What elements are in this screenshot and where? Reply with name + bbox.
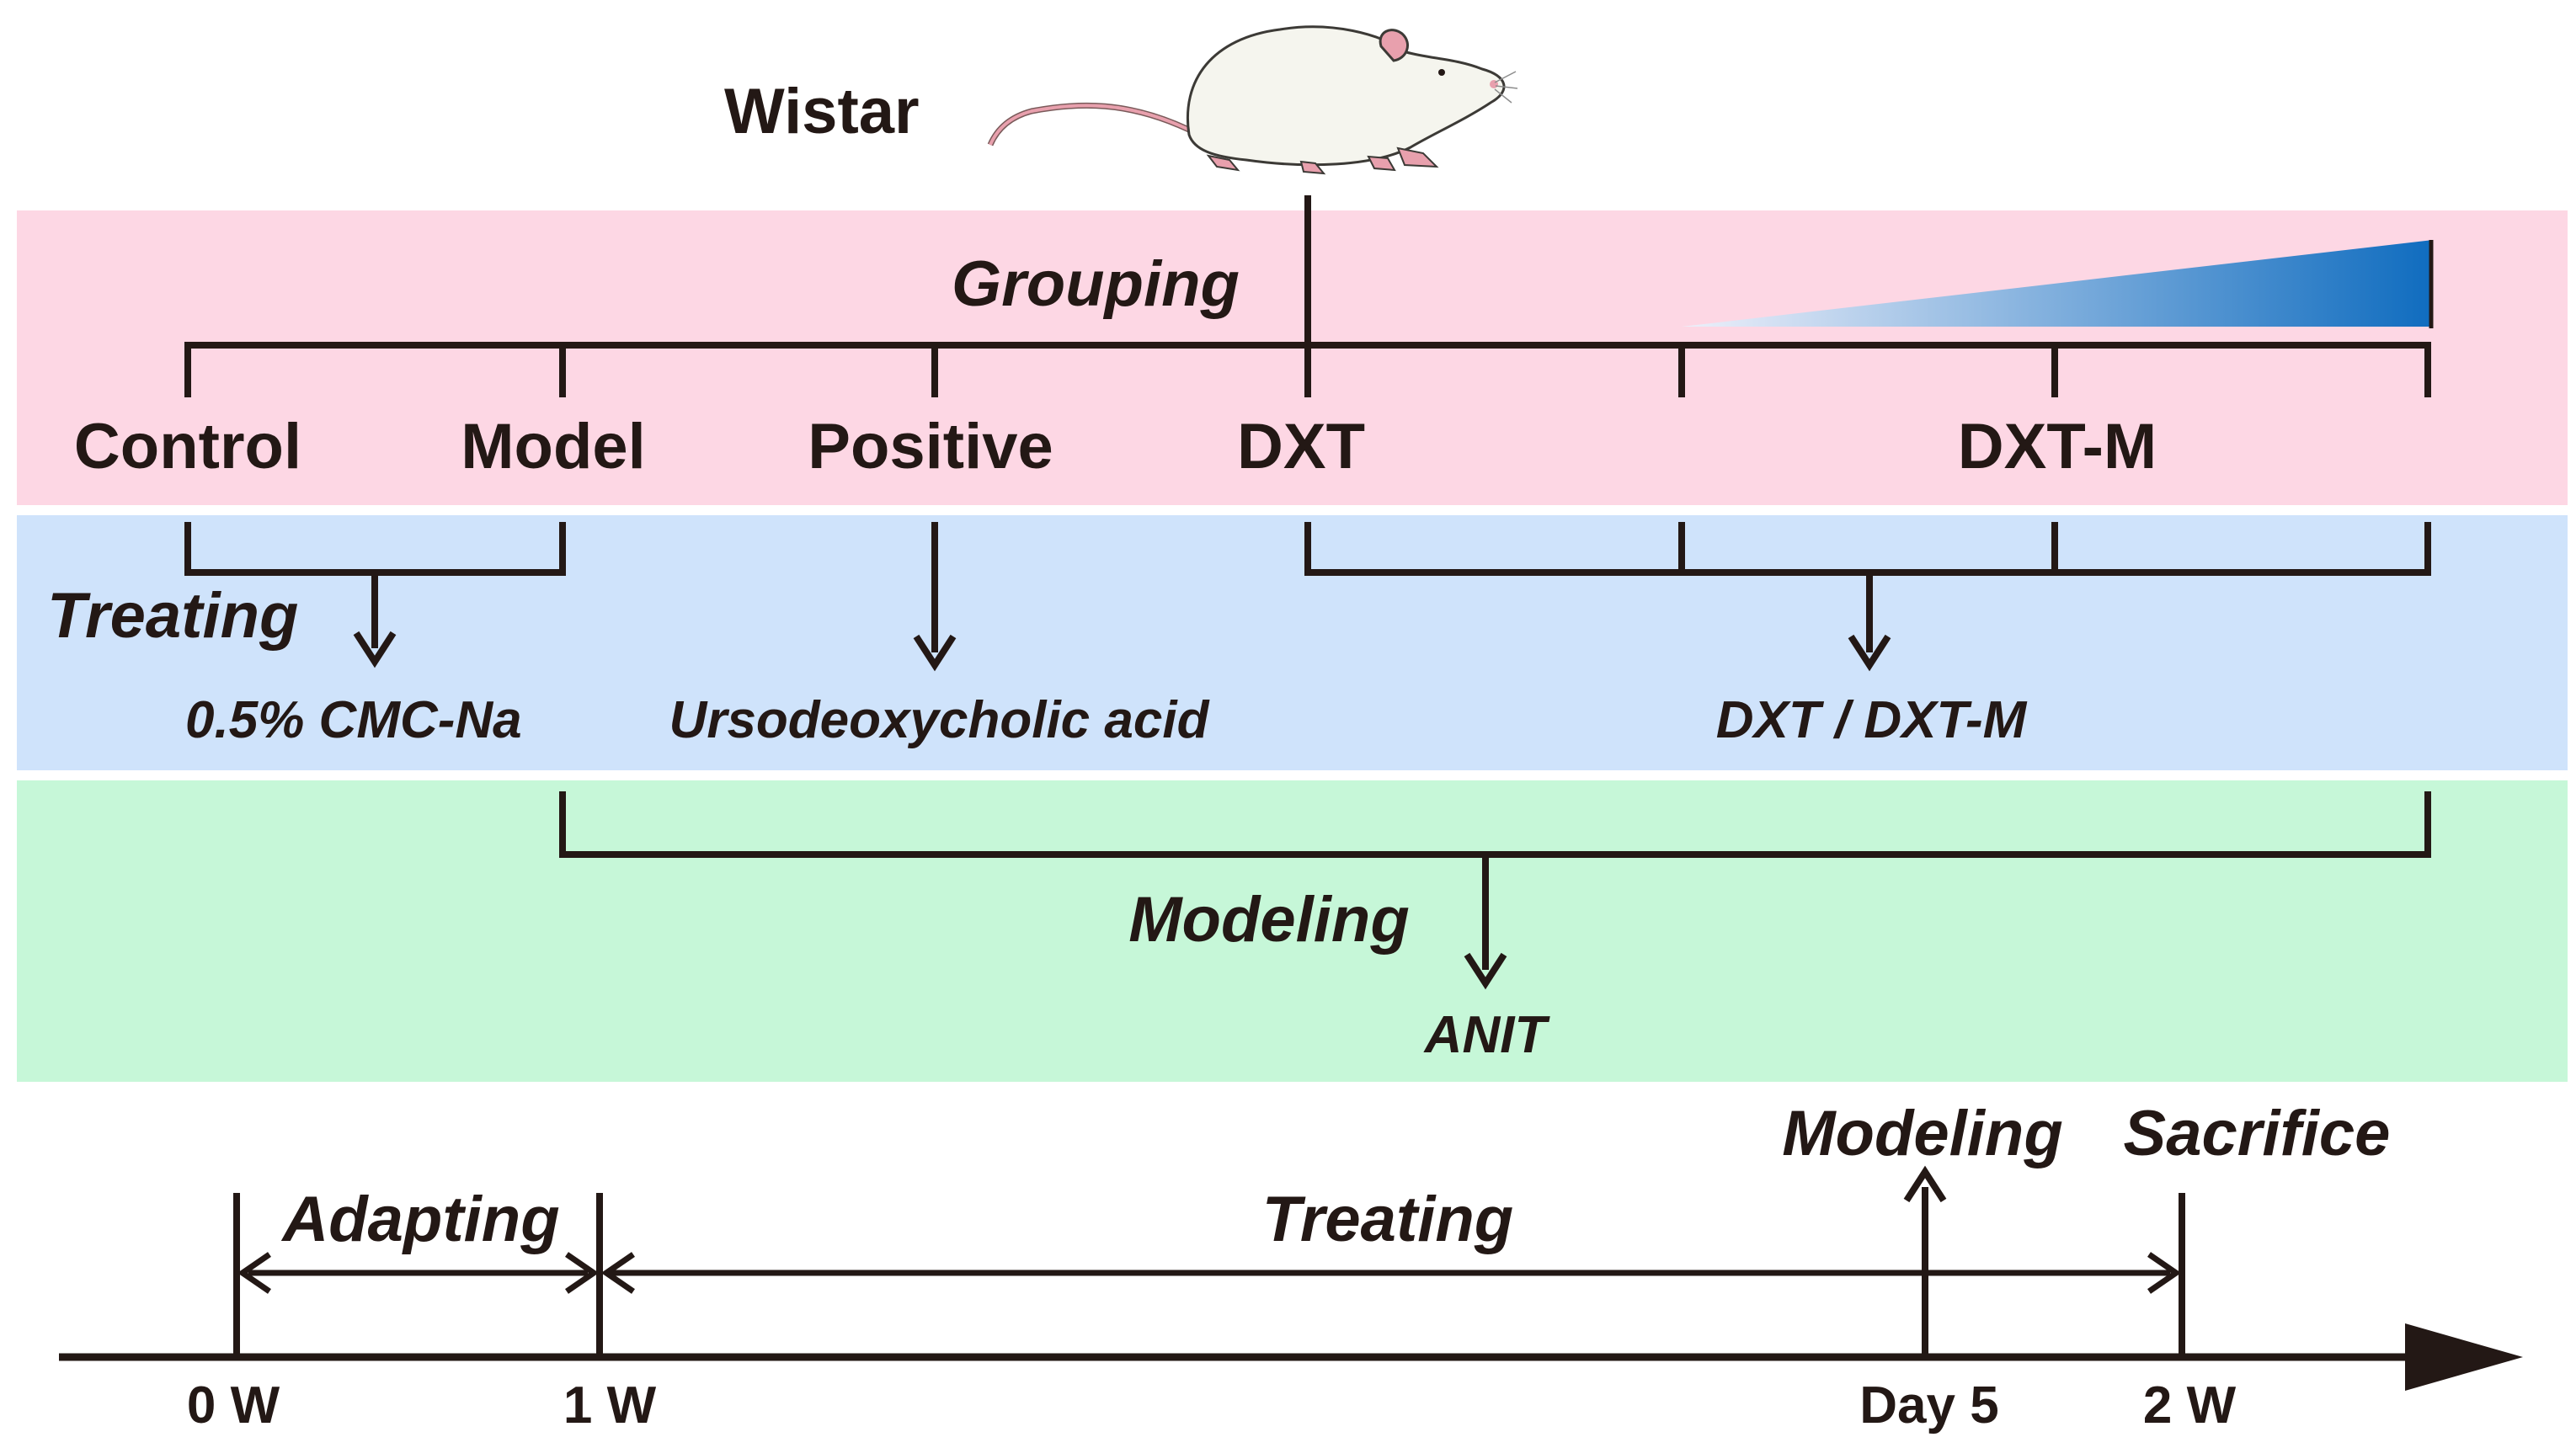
- phase-adapting: Adapting: [280, 1184, 559, 1255]
- group-dxt-m: DXT-M: [1958, 411, 2157, 482]
- animal-label: Wistar: [724, 76, 920, 147]
- treatment-vehicle: 0.5% CMC-Na: [185, 691, 522, 749]
- treatment-dxt-drug: DXT / DXT-M: [1716, 691, 2028, 749]
- treating-label: Treating: [47, 580, 298, 652]
- event-sacrifice: Sacrifice: [2124, 1098, 2391, 1169]
- dose-gradient-wedge: [1682, 240, 2433, 327]
- group-dxt: DXT: [1237, 411, 1365, 482]
- treatment-positive-drug: Ursodeoxycholic acid: [669, 691, 1210, 749]
- timeline: [59, 1165, 2523, 1391]
- modeling-agent: ANIT: [1423, 1006, 1551, 1064]
- group-positive: Positive: [808, 411, 1053, 482]
- group-model: Model: [461, 411, 646, 482]
- tick-day5: Day 5: [1859, 1376, 1998, 1435]
- timeline-arrowhead: [2405, 1323, 2523, 1391]
- modeling-label: Modeling: [1128, 884, 1410, 956]
- treating-band: [17, 515, 2568, 770]
- rat-illustration: [987, 25, 1518, 175]
- tick-2w: 2 W: [2143, 1376, 2237, 1435]
- event-modeling: Modeling: [1782, 1098, 2063, 1169]
- tick-0w: 0 W: [187, 1376, 280, 1435]
- phase-treating: Treating: [1262, 1184, 1513, 1255]
- tick-1w: 1 W: [563, 1376, 657, 1435]
- group-control: Control: [74, 411, 301, 482]
- modeling-connectors: [559, 791, 2431, 990]
- treating-connectors: [184, 522, 2431, 672]
- modeling-band: [17, 780, 2568, 1082]
- grouping-label: Grouping: [952, 248, 1240, 320]
- grouping-tree: [184, 195, 2431, 397]
- grouping-band: [17, 210, 2568, 505]
